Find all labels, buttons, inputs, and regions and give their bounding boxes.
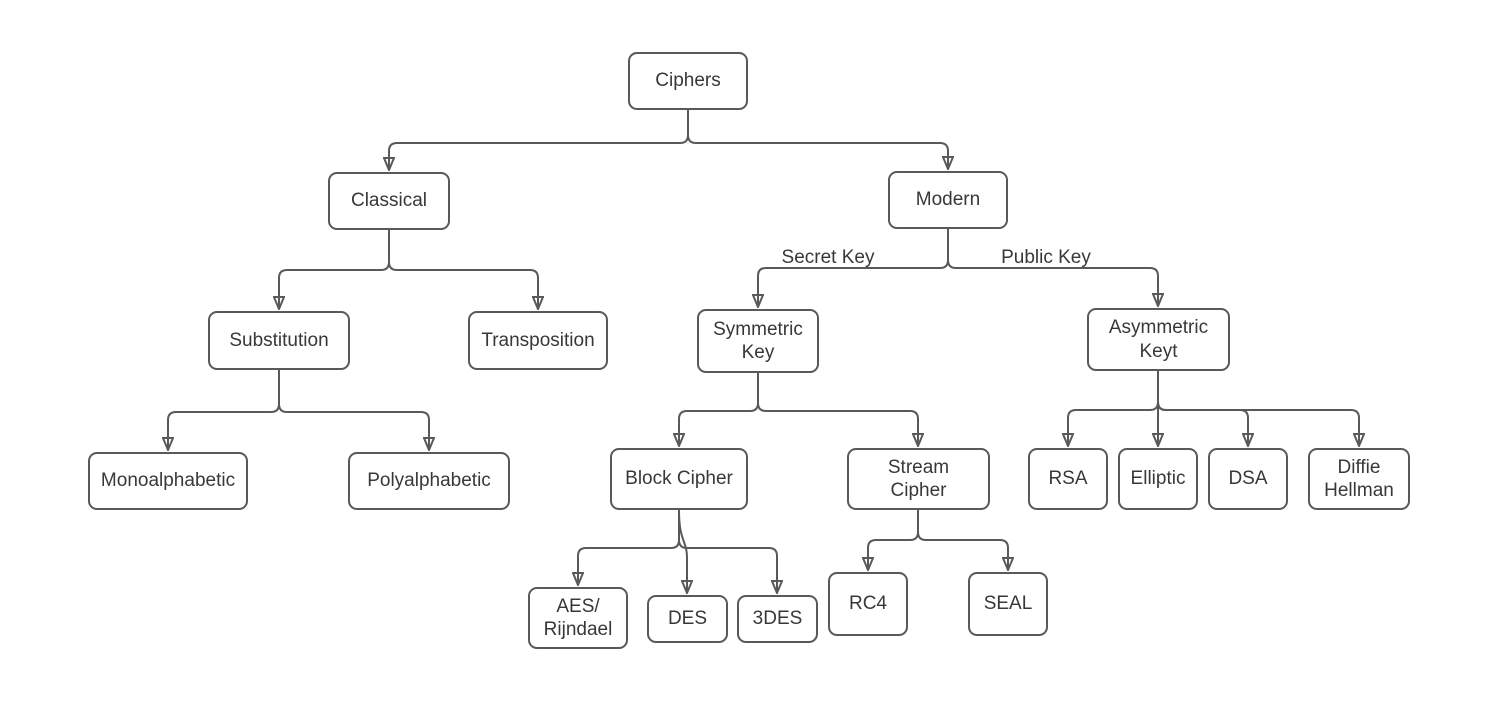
edge-classical-substitution xyxy=(279,230,390,309)
edge-classical-transposition xyxy=(388,230,538,309)
node-seal: SEAL xyxy=(968,572,1048,636)
edge-substitution-polyalphabetic xyxy=(278,370,429,450)
node-classical: Classical xyxy=(328,172,450,230)
edge-asymmetric-dsa xyxy=(1157,369,1248,446)
edge-stream-rc4 xyxy=(868,510,919,570)
edge-block-des xyxy=(678,509,687,593)
node-substitution: Substitution xyxy=(208,311,350,370)
edge-block-aes xyxy=(578,510,680,585)
node-dsa: DSA xyxy=(1208,448,1288,510)
node-ciphers: Ciphers xyxy=(628,52,748,110)
node-polyalphabetic: Polyalphabetic xyxy=(348,452,510,510)
node-modern: Modern xyxy=(888,171,1008,229)
node-monoalphabetic: Monoalphabetic xyxy=(88,452,248,510)
edge-modern-asymmetric xyxy=(947,229,1158,306)
edge-symmetric-stream xyxy=(757,373,918,446)
edge-asymmetric-rsa xyxy=(1068,369,1159,446)
node-transposition: Transposition xyxy=(468,311,608,370)
edge-stream-seal xyxy=(917,510,1008,570)
edge-asymmetric-diffie xyxy=(1157,369,1359,446)
edge-symmetric-block xyxy=(679,373,759,446)
node-symmetric-key: Symmetric Key xyxy=(697,309,819,373)
node-aes-rijndael: AES/ Rijndael xyxy=(528,587,628,649)
node-des: DES xyxy=(647,595,728,643)
node-stream-cipher: Stream Cipher xyxy=(847,448,990,510)
edge-label-public-key: Public Key xyxy=(1001,247,1091,268)
edge-ciphers-classical xyxy=(389,110,689,170)
node-rc4: RC4 xyxy=(828,572,908,636)
edge-label-secret-key: Secret Key xyxy=(781,247,875,268)
node-diffie-hellman: Diffie Hellman xyxy=(1308,448,1410,510)
node-asymmetric-keyt: Asymmetric Keyt xyxy=(1087,308,1230,371)
edge-ciphers-modern xyxy=(687,110,948,169)
node-elliptic: Elliptic xyxy=(1118,448,1198,510)
edge-substitution-monoalphabetic xyxy=(168,370,280,450)
node-3des: 3DES xyxy=(737,595,818,643)
node-block-cipher: Block Cipher xyxy=(610,448,748,510)
edge-block-3des xyxy=(678,510,777,593)
node-rsa: RSA xyxy=(1028,448,1108,510)
